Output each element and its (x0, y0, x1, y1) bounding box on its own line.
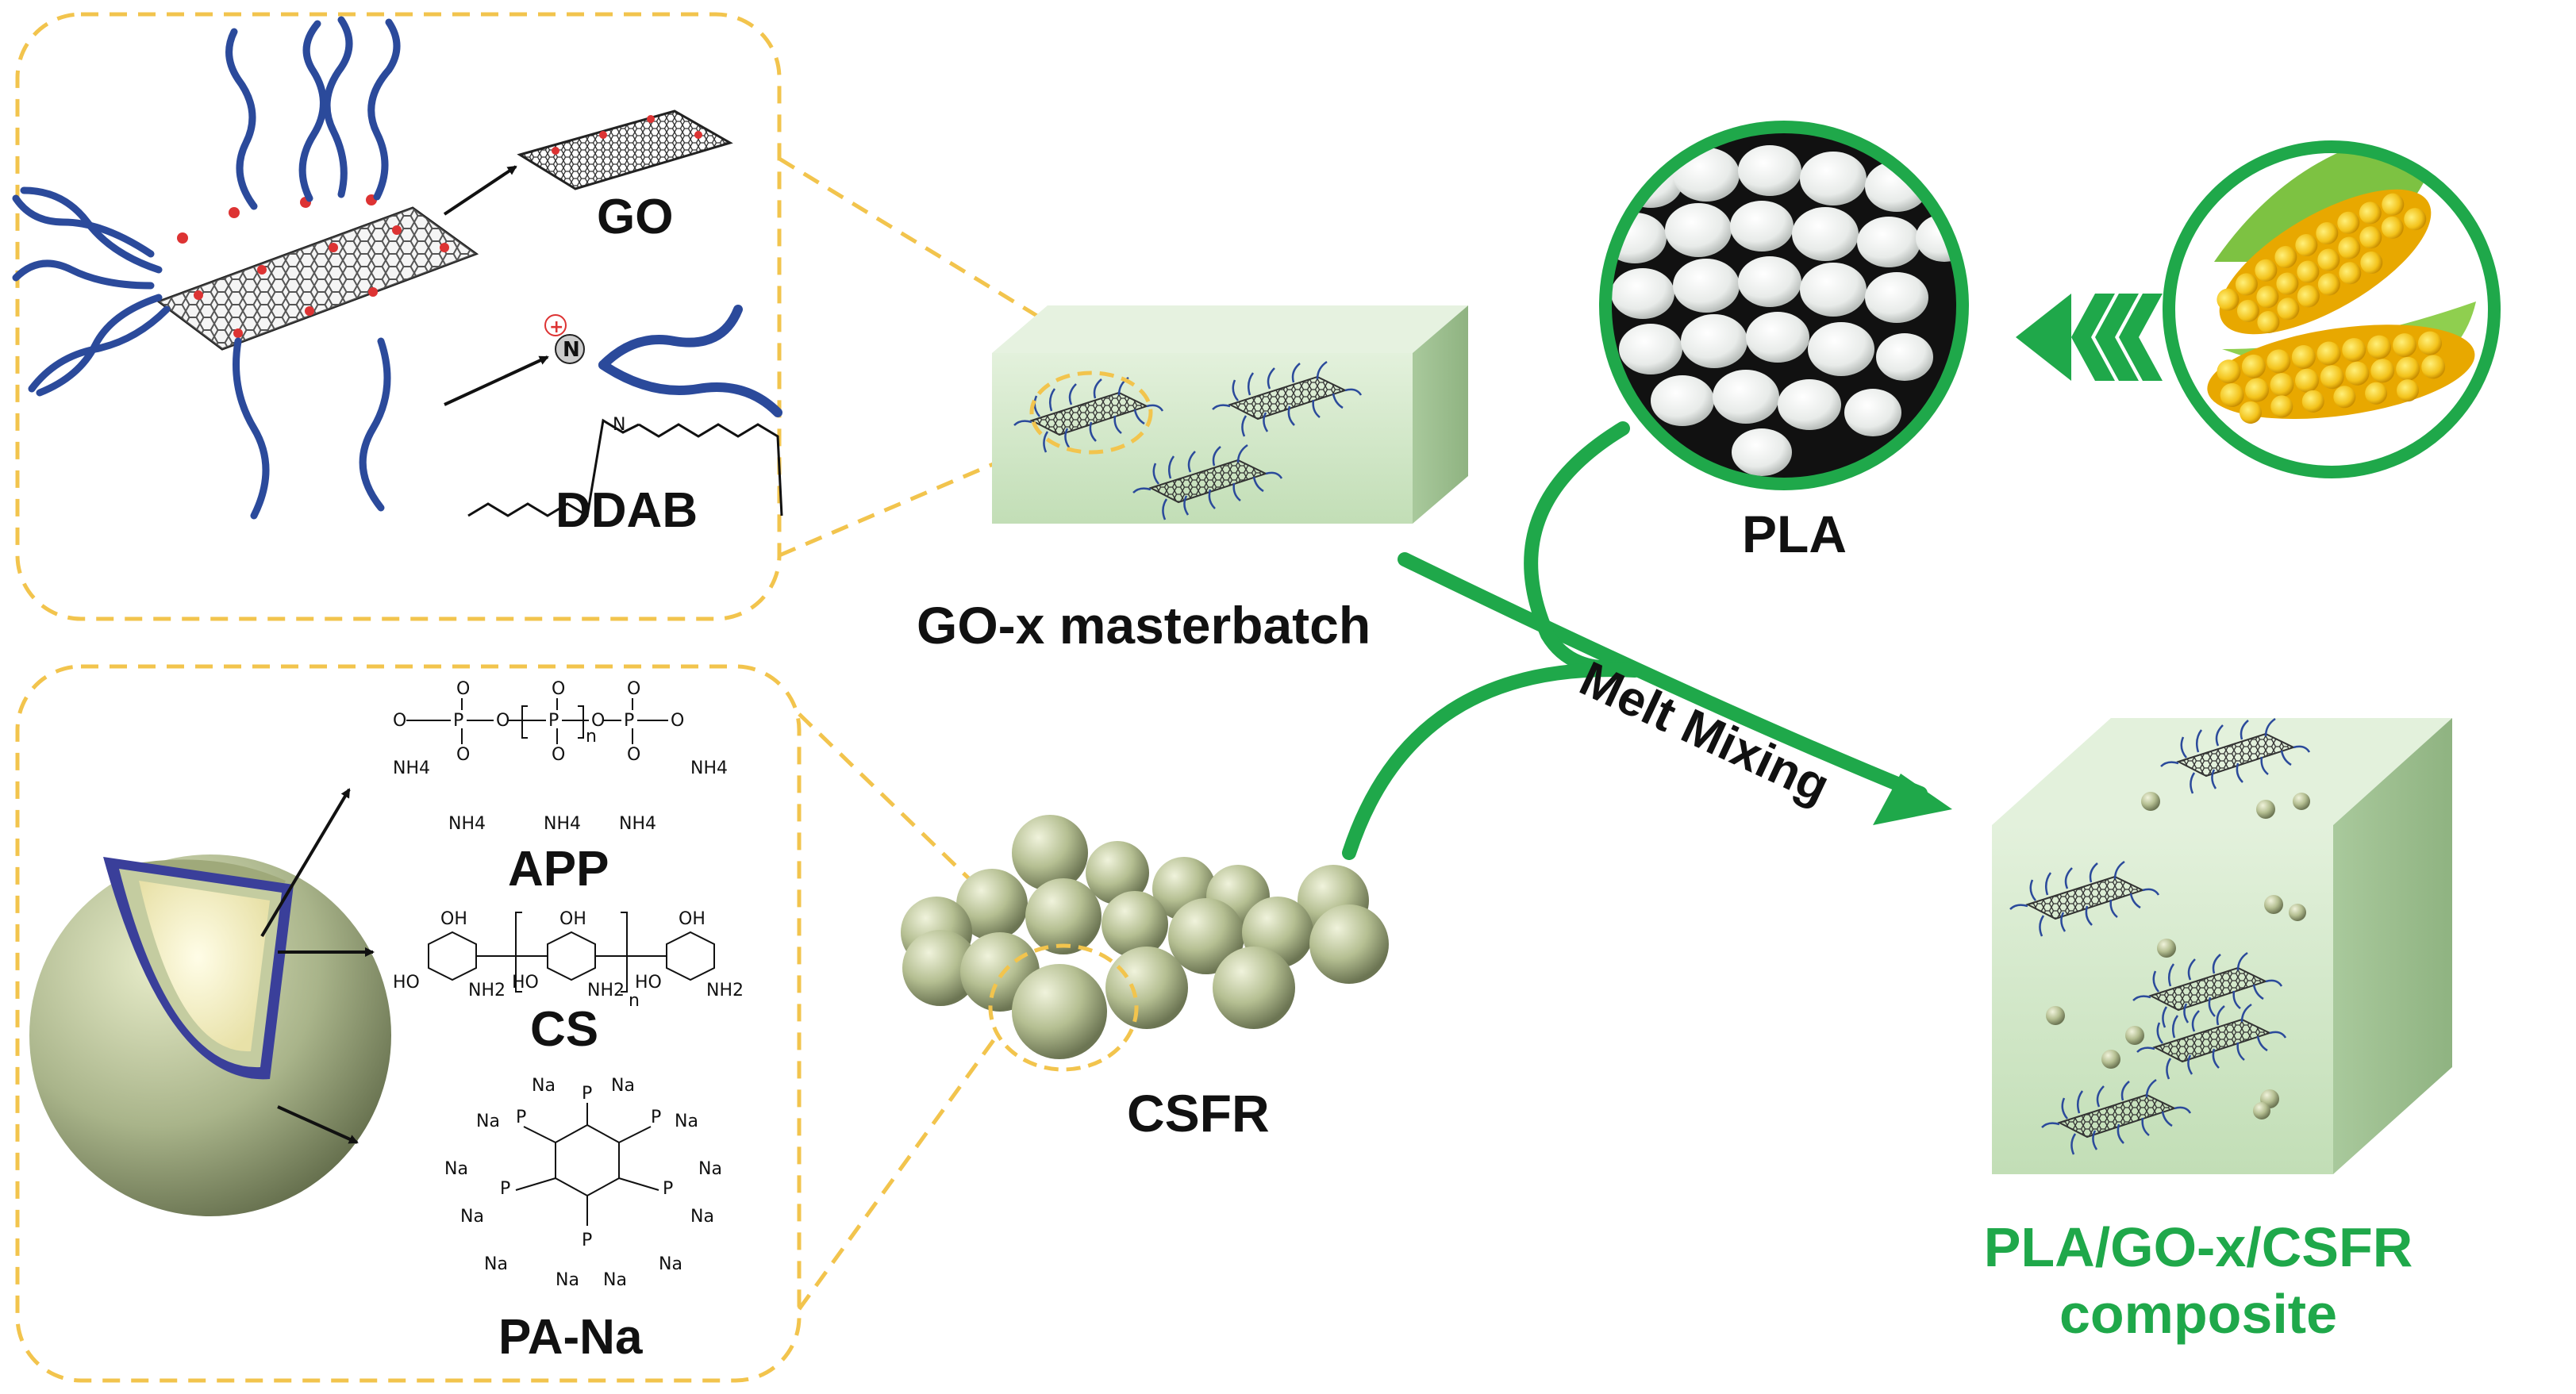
svg-text:Na: Na (659, 1254, 682, 1274)
svg-text:N: N (563, 338, 580, 362)
svg-text:P: P (582, 1231, 592, 1250)
svg-text:O: O (552, 679, 565, 699)
csfr-spheres (901, 815, 1389, 1072)
csfr-components-panel (15, 664, 802, 1383)
pa-na-label: PA-Na (498, 1310, 643, 1365)
svg-text:NH2: NH2 (468, 981, 506, 1000)
masterbatch-label: GO-x masterbatch (917, 596, 1371, 655)
svg-text:NH4: NH4 (393, 758, 430, 778)
graphene-sheet-icon (156, 194, 479, 351)
cs-structure: OH OH OH HO HO HO NH2 NH2 NH2 n (393, 909, 744, 1011)
svg-text:O: O (456, 679, 470, 699)
melt-mixing-arrows (1342, 421, 1928, 860)
svg-text:Na: Na (460, 1207, 484, 1227)
svg-text:P: P (651, 1108, 661, 1127)
cs-label: CS (530, 1002, 599, 1057)
svg-text:NH4: NH4 (619, 814, 656, 834)
pla-label: PLA (1742, 505, 1847, 563)
svg-text:Na: Na (698, 1159, 722, 1179)
masterbatch-block (992, 305, 1468, 524)
corn-icon (2163, 140, 2501, 478)
svg-text:+: + (549, 317, 563, 337)
svg-text:O: O (671, 711, 684, 731)
svg-text:Na: Na (532, 1076, 556, 1096)
svg-text:O: O (627, 745, 640, 765)
svg-text:O: O (552, 745, 565, 765)
svg-text:NH4: NH4 (544, 814, 581, 834)
svg-text:O: O (496, 711, 509, 731)
svg-text:NH2: NH2 (706, 981, 744, 1000)
svg-text:OH: OH (559, 909, 586, 929)
svg-text:P: P (453, 711, 463, 731)
svg-text:N: N (613, 415, 625, 435)
ddab-label: DDAB (556, 483, 698, 538)
core-shell-sphere-icon (29, 854, 391, 1216)
go-label: GO (597, 190, 674, 244)
svg-text:OH: OH (679, 909, 706, 929)
svg-text:HO: HO (393, 973, 420, 993)
composite-block (1992, 717, 2452, 1174)
svg-text:O: O (627, 679, 640, 699)
svg-text:P: P (500, 1179, 510, 1199)
svg-text:P: P (516, 1108, 526, 1127)
svg-text:Na: Na (556, 1270, 579, 1290)
svg-text:P: P (663, 1179, 673, 1199)
go-ddab-panel (15, 12, 782, 621)
svg-text:NH4: NH4 (448, 814, 486, 834)
composite-label-line2: composite (2059, 1283, 2338, 1345)
svg-text:OH: OH (440, 909, 467, 929)
svg-text:Na: Na (690, 1207, 714, 1227)
pla-pellets-icon (1599, 121, 1969, 490)
svg-text:O: O (591, 711, 605, 731)
composite-label-line1: PLA/GO-x/CSFR (1983, 1216, 2413, 1278)
svg-text:Na: Na (603, 1270, 627, 1290)
svg-text:O: O (456, 745, 470, 765)
svg-text:Na: Na (675, 1112, 698, 1131)
zoom-connectors (778, 156, 1041, 1311)
ddab-structure: N + N (444, 305, 783, 518)
csfr-label: CSFR (1127, 1084, 1270, 1142)
svg-text:O: O (393, 711, 406, 731)
composite-label: PLA/GO-x/CSFR composite (1952, 1214, 2444, 1347)
svg-text:Na: Na (484, 1254, 508, 1274)
melt-mixing-arrowhead (1873, 774, 1952, 825)
svg-text:NH2: NH2 (587, 981, 625, 1000)
svg-text:n: n (586, 727, 597, 747)
svg-text:HO: HO (512, 973, 539, 993)
svg-text:HO: HO (635, 973, 662, 993)
app-label: APP (508, 842, 609, 897)
svg-text:n: n (629, 991, 640, 1011)
go-sheet-small (517, 109, 733, 190)
svg-text:P: P (582, 1084, 592, 1104)
svg-text:P: P (624, 711, 634, 731)
svg-text:Na: Na (611, 1076, 635, 1096)
ddab-chains (12, 16, 401, 520)
corn-to-pla-arrow (2016, 294, 2163, 381)
svg-text:Na: Na (476, 1112, 500, 1131)
svg-text:P: P (548, 711, 559, 731)
svg-text:Na: Na (444, 1159, 468, 1179)
svg-text:NH4: NH4 (690, 758, 728, 778)
